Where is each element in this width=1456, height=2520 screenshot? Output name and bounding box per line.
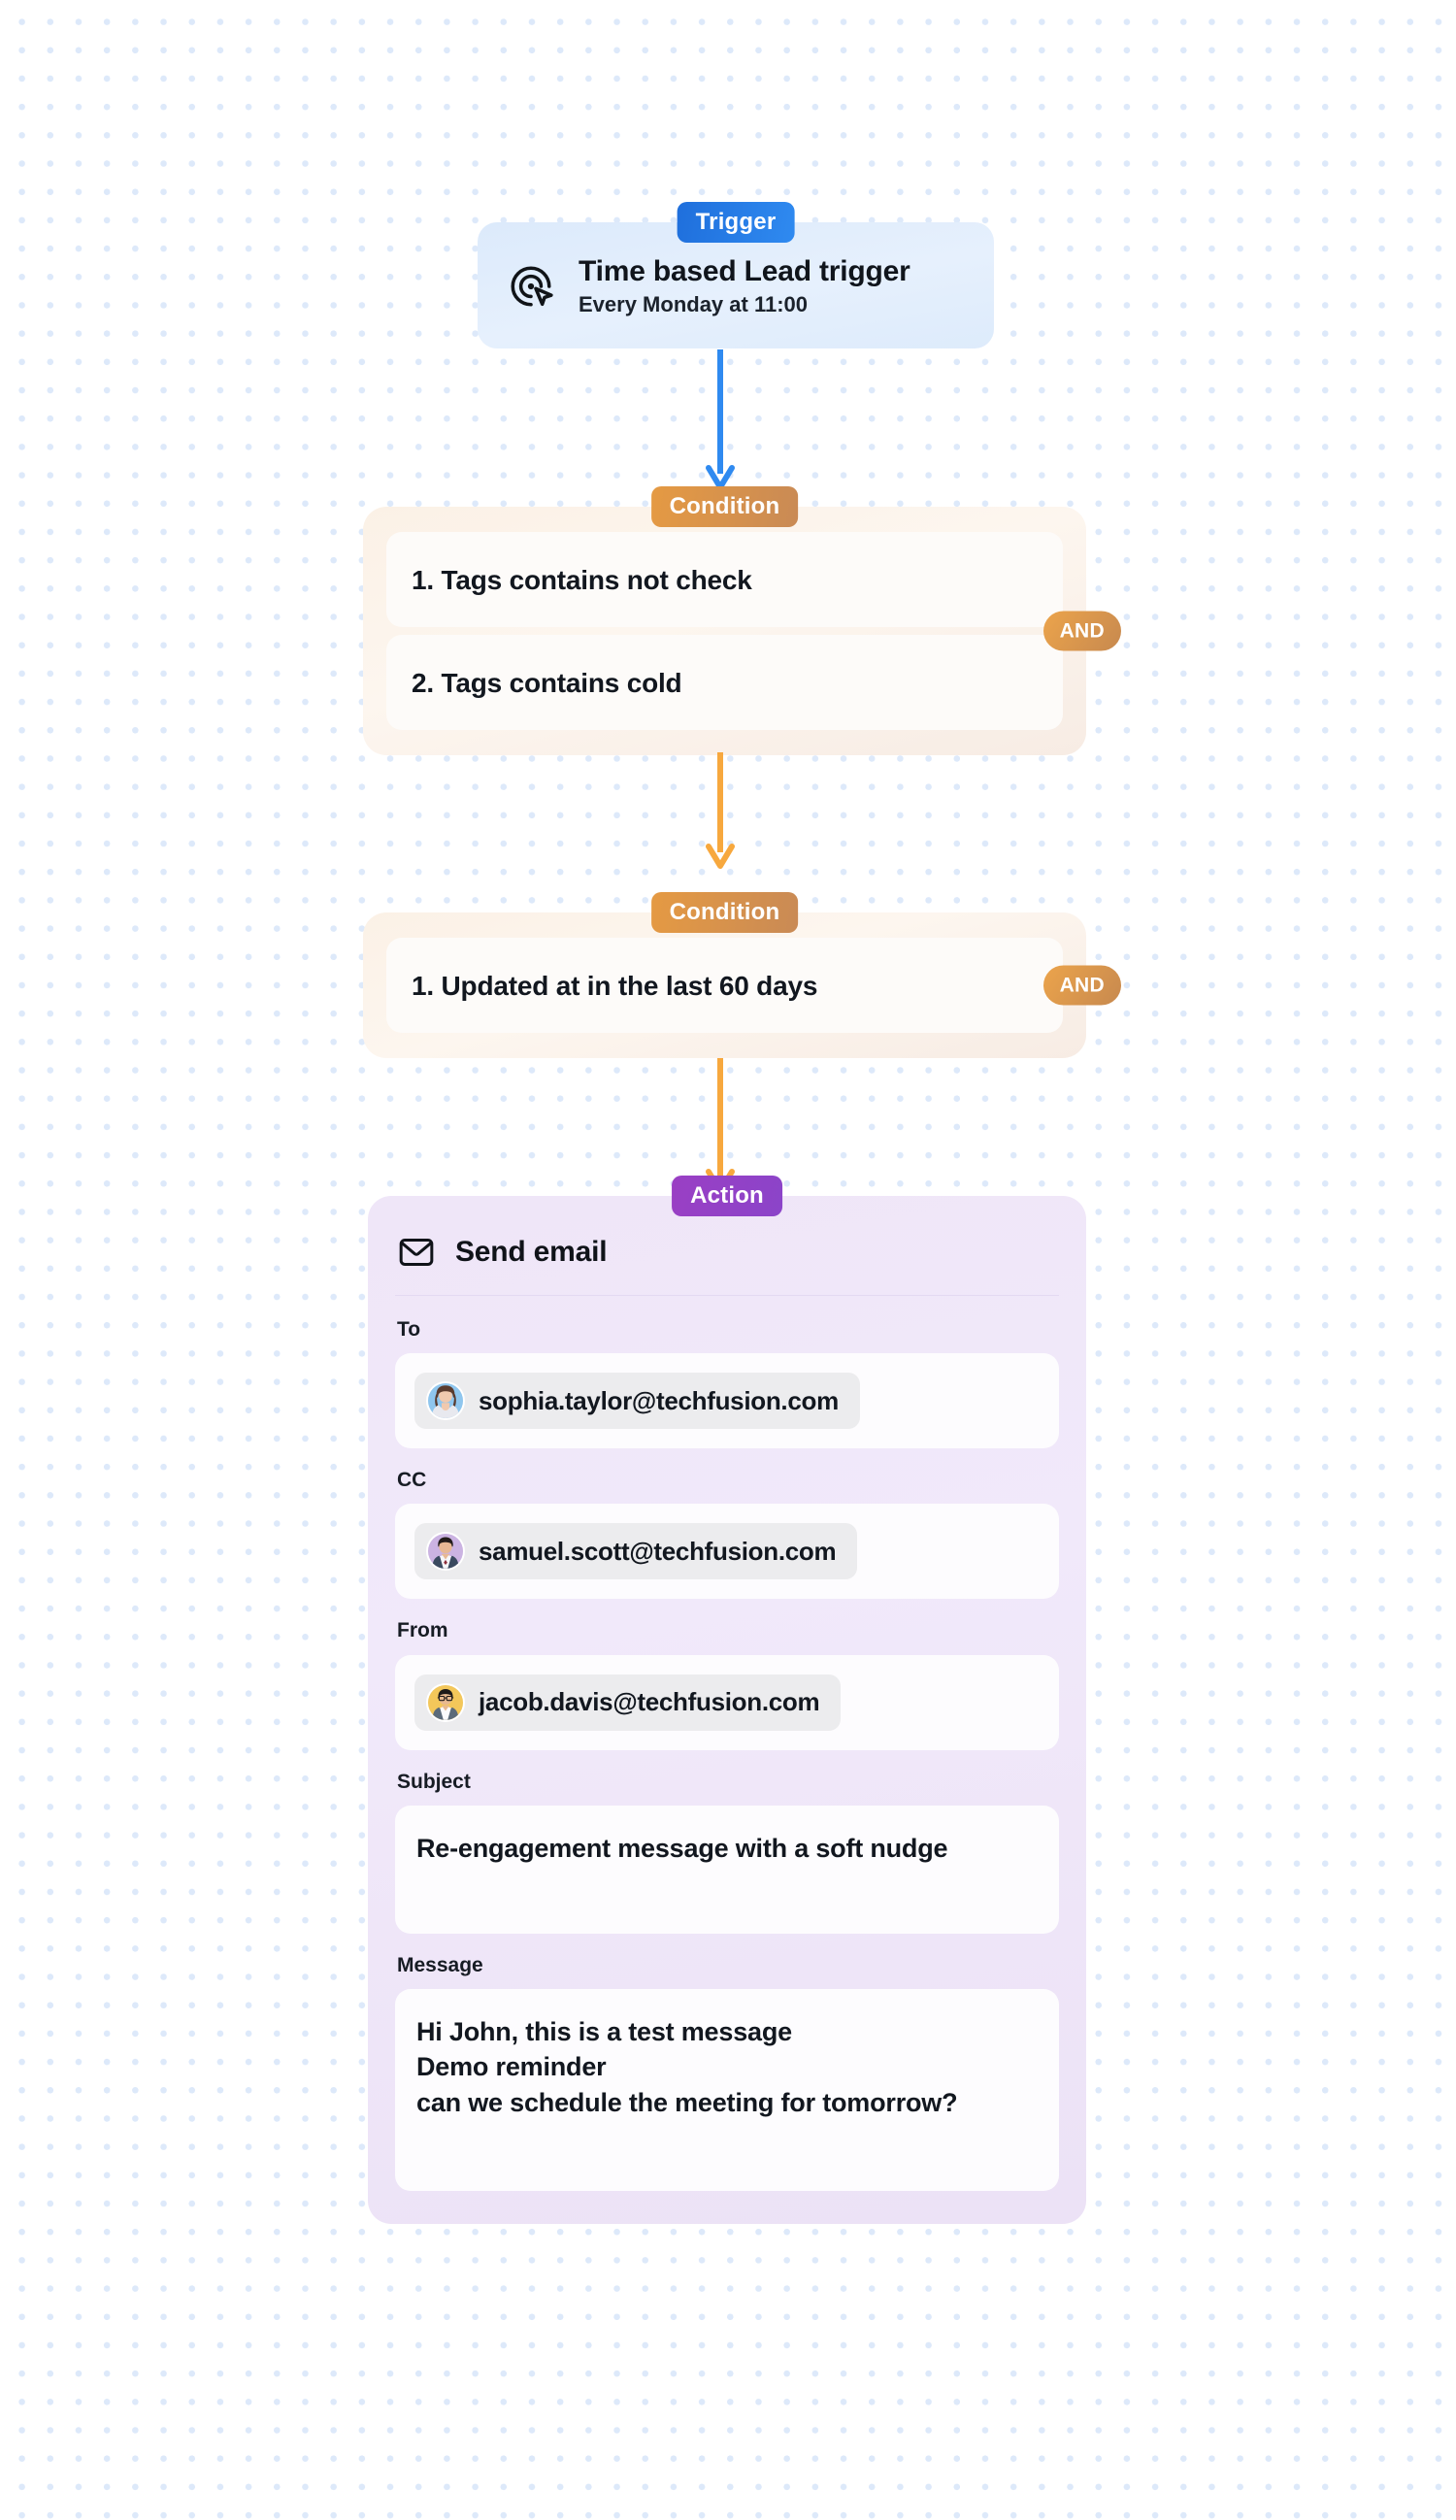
field-subject-box[interactable]: Re-engagement message with a soft nudge [395,1805,1059,1934]
trigger-node[interactable]: Trigger Time based Lead trigger Every Mo… [478,202,994,348]
avatar [426,1532,465,1572]
field-from: From [395,1618,1059,1750]
connector-condition-2-to-action [704,1058,737,1194]
condition-2-type-badge: Condition [650,892,799,933]
trigger-subtitle: Every Monday at 11:00 [579,292,809,317]
condition-row[interactable]: 1. Updated at in the last 60 days [386,938,1063,1033]
condition-1-card[interactable]: 1. Tags contains not check 2. Tags conta… [363,507,1121,755]
trigger-card[interactable]: Time based Lead trigger Every Monday at … [478,222,994,348]
recipient-chip-cc[interactable]: samuel.scott@techfusion.com [414,1523,858,1580]
field-from-box[interactable]: jacob.davis@techfusion.com [395,1654,1059,1750]
field-from-label: From [397,1619,448,1642]
recipient-chip-to[interactable]: sophia.taylor@techfusion.com [414,1373,860,1430]
action-node[interactable]: Action Send email To [368,1176,1086,2224]
field-cc-box[interactable]: samuel.scott@techfusion.com [395,1504,1059,1600]
trigger-text-group: Time based Lead trigger Every Monday at … [579,255,910,318]
field-cc-label: CC [397,1469,427,1492]
field-message-label: Message [397,1953,483,1976]
field-subject: Subject Re-engagement message with a sof… [395,1770,1059,1934]
trigger-title: Time based Lead trigger [579,254,910,287]
connector-condition-1-to-condition-2 [704,752,737,869]
recipient-email: samuel.scott@techfusion.com [479,1536,837,1566]
condition-2-card[interactable]: 1. Updated at in the last 60 days AND [363,912,1121,1058]
condition-1-node[interactable]: Condition 1. Tags contains not check 2. … [363,486,1121,755]
connector-trigger-to-condition-1 [704,349,737,490]
condition-row[interactable]: 2. Tags contains cold [386,635,1063,730]
action-type-badge: Action [672,1176,782,1216]
condition-1-type-badge: Condition [650,486,799,527]
action-header: Send email [395,1225,1059,1296]
condition-2-node[interactable]: Condition 1. Updated at in the last 60 d… [363,892,1121,1058]
field-to-label: To [397,1318,421,1341]
field-message: Message Hi John, this is a test message … [395,1953,1059,2191]
avatar [426,1381,465,1421]
field-subject-label: Subject [397,1770,471,1793]
action-title: Send email [455,1236,608,1268]
recipient-email: sophia.taylor@techfusion.com [479,1385,839,1415]
message-value: Hi John, this is a test message Demo rem… [416,2016,958,2117]
condition-row[interactable]: 1. Tags contains not check [386,532,1063,627]
avatar [426,1682,465,1722]
recipient-email: jacob.davis@techfusion.com [479,1686,820,1716]
recipient-chip-from[interactable]: jacob.davis@techfusion.com [414,1674,842,1731]
field-cc: CC [395,1468,1059,1600]
trigger-type-badge: Trigger [677,202,795,243]
action-card[interactable]: Send email To [368,1196,1086,2224]
field-to-box[interactable]: sophia.taylor@techfusion.com [395,1353,1059,1449]
field-to: To sophia. [395,1317,1059,1449]
condition-1-operator-badge[interactable]: AND [1042,611,1121,651]
condition-2-operator-badge[interactable]: AND [1042,965,1121,1006]
field-message-box[interactable]: Hi John, this is a test message Demo rem… [395,1988,1059,2191]
envelope-icon [397,1233,436,1272]
target-cursor-icon [507,262,555,311]
subject-value: Re-engagement message with a soft nudge [416,1833,948,1863]
